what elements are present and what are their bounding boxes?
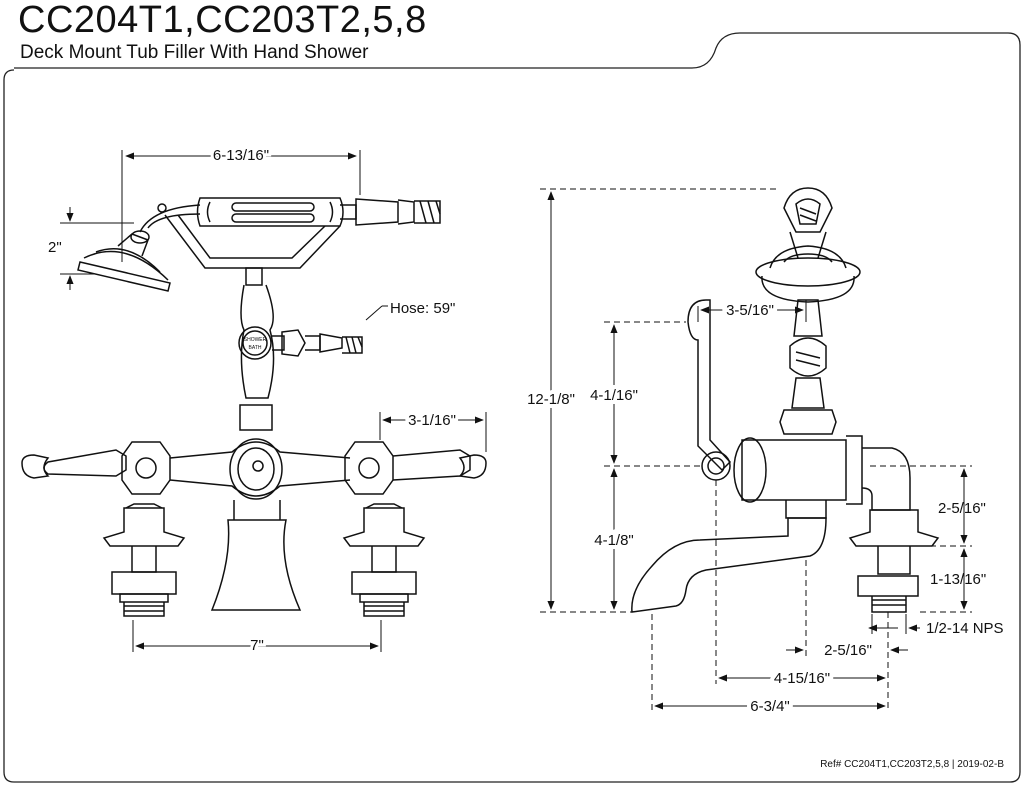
hose-length-label: Hose: 59": [390, 300, 455, 317]
riser-and-diverter: SHOWER BATH: [238, 267, 363, 431]
dim-lower-height: 4-1/8": [594, 532, 634, 549]
reference-number: Ref# CC204T1,CC203T2,5,8 | 2019-02-B: [820, 759, 1004, 770]
diverter-label-bath: BATH: [249, 345, 262, 351]
right-shank: [342, 503, 426, 617]
side-dimensions: [540, 188, 972, 712]
cradle-arm: [687, 299, 732, 472]
left-shank: [102, 503, 186, 617]
dim-handle-spread: 7": [250, 637, 264, 654]
valve-bridge: [21, 438, 487, 500]
dim-shank-height: 1-13/16": [930, 571, 986, 588]
handshower-side: [779, 299, 837, 435]
dim-elbow-height: 2-5/16": [938, 500, 986, 517]
dim-center-offset: 4-15/16": [774, 670, 830, 687]
showerhead-side: [755, 231, 861, 303]
dim-handshower-width: 6-13/16": [213, 147, 269, 164]
dim-thread-size: 1/2-14 NPS: [926, 620, 1004, 637]
front-dimensions: [60, 150, 487, 652]
spout-side: [631, 517, 827, 613]
dim-cradle-offset: 3-5/16": [726, 302, 774, 319]
spout-base: [210, 500, 302, 611]
front-view: SHOWER BATH: [21, 197, 487, 617]
dim-handle-offset: 3-1/16": [408, 412, 456, 429]
side-shank: [848, 509, 940, 613]
dim-overall-depth: 6-3/4": [750, 698, 790, 715]
side-view: [631, 187, 940, 613]
handshower-handle: [139, 197, 441, 269]
valve-body-side: [701, 435, 911, 519]
dim-spout-offset: 2-5/16": [824, 642, 872, 659]
dim-handshower-height: 2": [48, 239, 62, 256]
model-title: CC204T1,CC203T2,5,8: [18, 0, 427, 41]
dim-upper-height: 4-1/16": [590, 387, 638, 404]
diverter-label-shower: SHOWER: [244, 337, 267, 343]
dim-overall-height: 12-1/8": [527, 391, 575, 408]
showerhead: [77, 230, 171, 292]
product-subtitle: Deck Mount Tub Filler With Hand Shower: [20, 42, 369, 63]
hose-connector: [783, 187, 833, 233]
sheet-frame: [3, 32, 1021, 783]
